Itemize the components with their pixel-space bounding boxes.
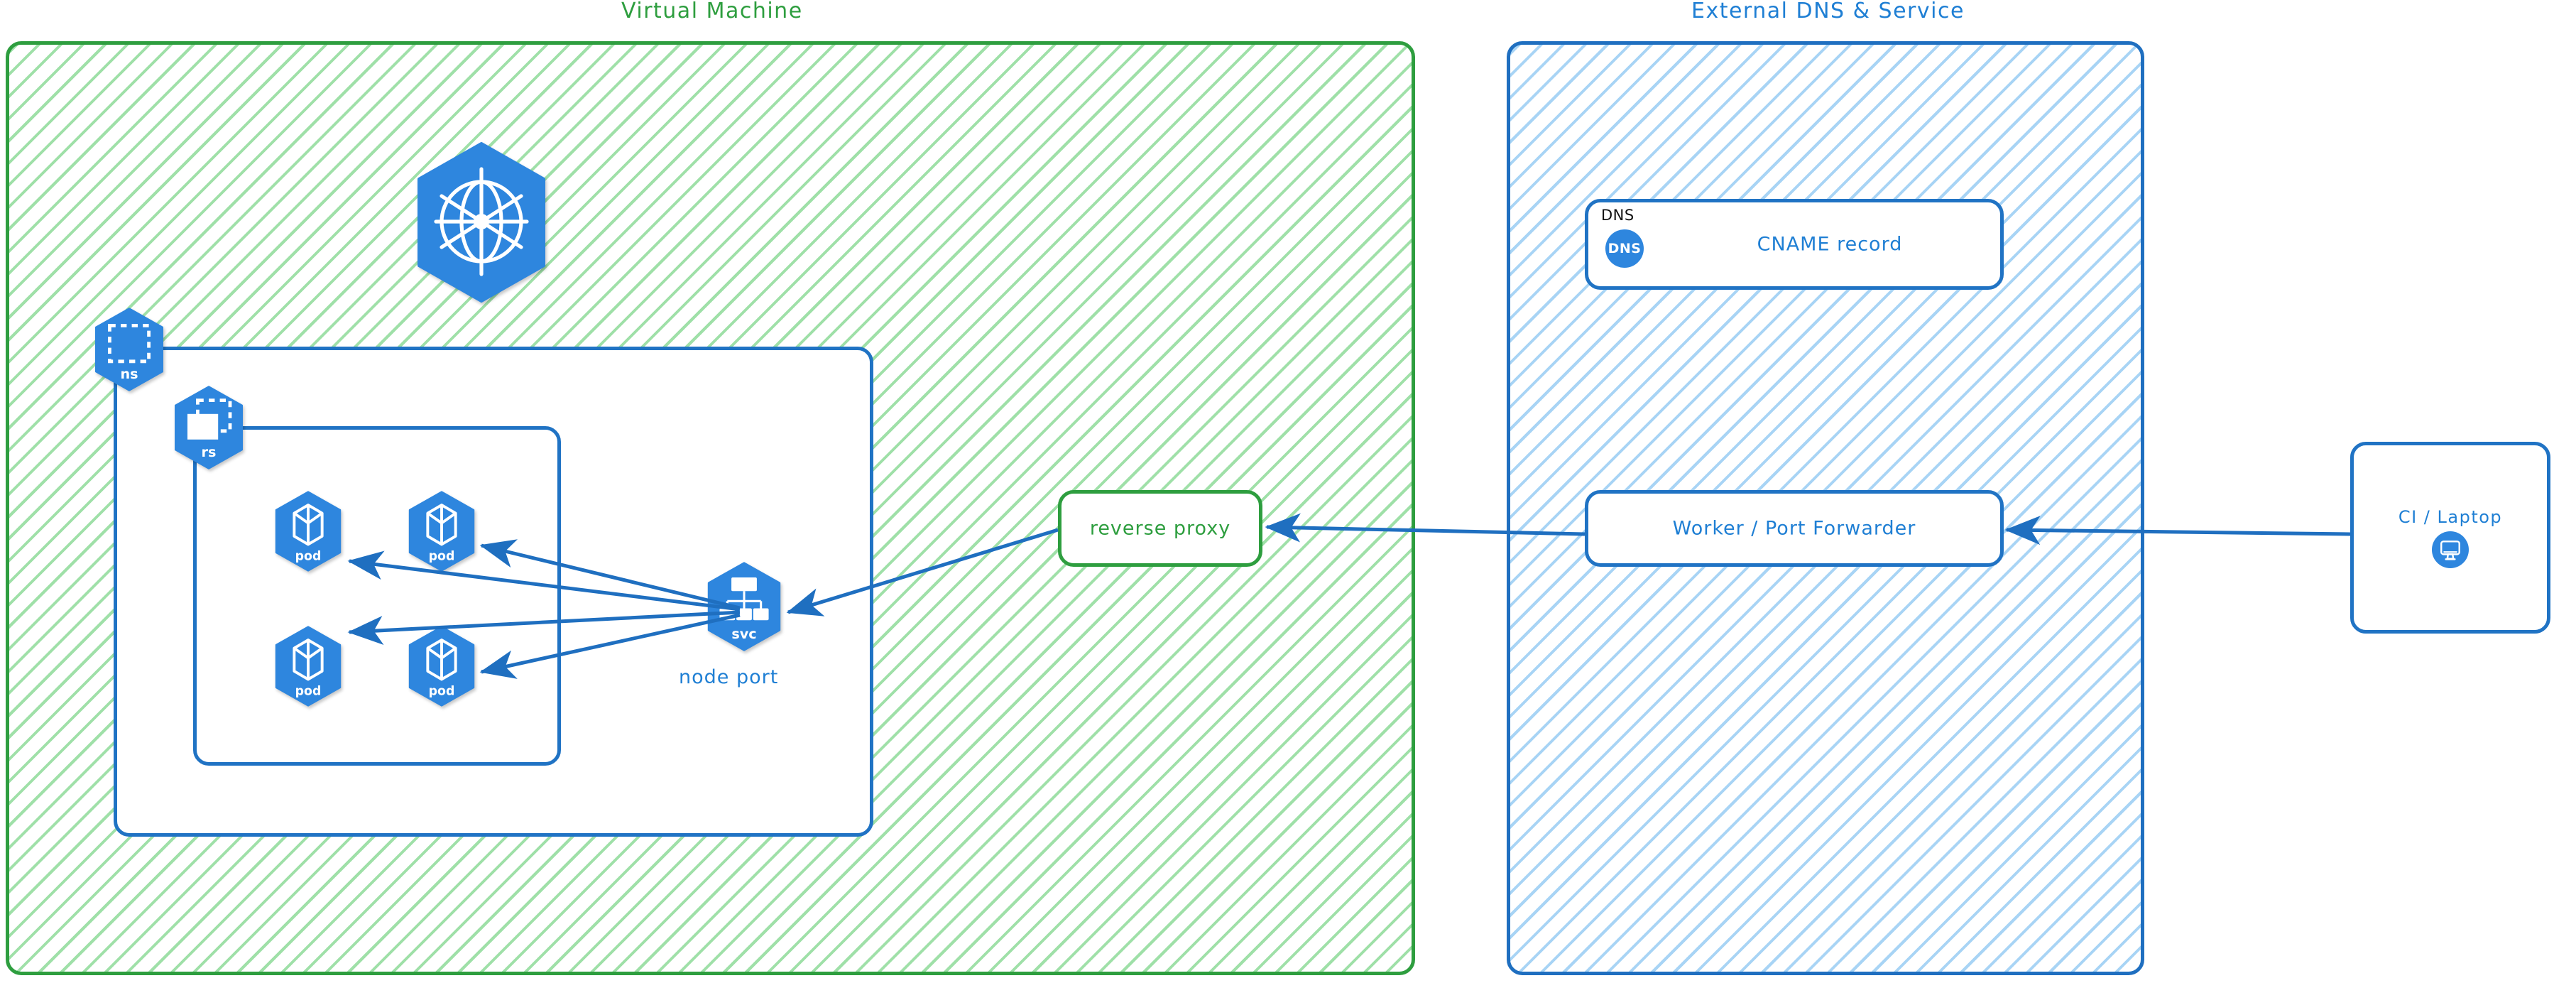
- replicaset-icon: rs: [170, 385, 247, 470]
- worker-port-forwarder-label: Worker / Port Forwarder: [1672, 517, 1916, 540]
- dns-kind-label: DNS: [1601, 207, 1634, 224]
- vm-group-title: Virtual Machine: [621, 0, 803, 23]
- svg-text:rs: rs: [202, 444, 217, 460]
- kubernetes-logo: [410, 141, 552, 304]
- pod-1: pod: [271, 490, 345, 572]
- reverse-proxy[interactable]: reverse proxy: [1058, 490, 1262, 567]
- ci-laptop[interactable]: CI / Laptop: [2350, 442, 2550, 634]
- node-port-label: node port: [679, 666, 779, 688]
- svg-text:ns: ns: [120, 366, 138, 382]
- desktop-monitor-icon: [2432, 531, 2469, 568]
- dns-record-card[interactable]: DNS DNS CNAME record: [1585, 199, 2004, 290]
- external-group-title: External DNS & Service: [1691, 0, 1965, 23]
- svg-text:pod: pod: [295, 684, 322, 698]
- svg-text:pod: pod: [429, 549, 455, 563]
- svg-text:pod: pod: [429, 684, 455, 698]
- svg-text:pod: pod: [295, 549, 322, 563]
- pod-4: pod: [405, 625, 479, 707]
- replicaset-box: [193, 426, 561, 766]
- ci-laptop-label: CI / Laptop: [2398, 507, 2503, 527]
- pod-3: pod: [271, 625, 345, 707]
- svg-text:svc: svc: [731, 626, 756, 642]
- pod-2: pod: [405, 490, 479, 572]
- dns-badge-icon: DNS: [1605, 229, 1644, 268]
- cname-record-label: CNAME record: [1757, 233, 1903, 256]
- service-svc: svc: [703, 561, 785, 652]
- reverse-proxy-label: reverse proxy: [1089, 517, 1231, 540]
- worker-port-forwarder[interactable]: Worker / Port Forwarder: [1585, 490, 2004, 567]
- namespace-icon: ns: [91, 307, 168, 392]
